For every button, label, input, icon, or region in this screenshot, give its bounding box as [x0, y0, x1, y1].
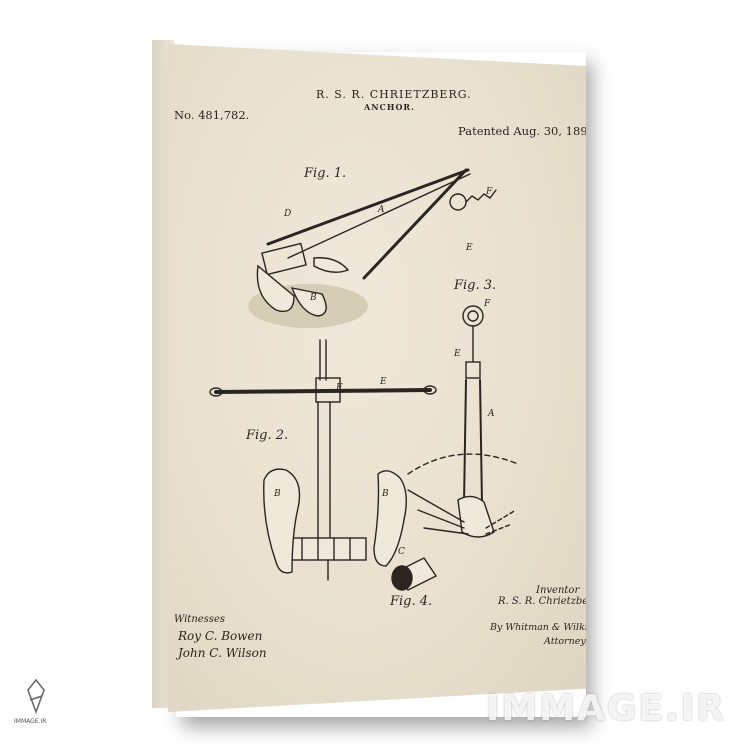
svg-text:C: C: [398, 547, 405, 557]
svg-text:E: E: [379, 377, 387, 387]
svg-text:A: A: [487, 409, 495, 419]
witness-signature-2: John C. Wilson: [178, 646, 267, 660]
inventor-signature: R. S. R. Chrietzberg: [498, 596, 600, 607]
attorneys-label: Attorneys: [544, 636, 591, 647]
svg-text:F: F: [485, 187, 493, 197]
svg-text:B: B: [273, 489, 281, 499]
patent-drawing: A E F D B F E B B F A E C: [209, 168, 519, 591]
figure-2-drawing: [209, 339, 437, 581]
figure-3-drawing: [407, 305, 519, 538]
patent-date: Patented Aug. 30, 1892.: [458, 124, 599, 138]
svg-text:E: E: [453, 349, 461, 359]
patentee-name: R. S. R. CHRIETZBERG.: [316, 88, 472, 101]
figure-4-label: Fig. 4.: [390, 594, 433, 609]
patent-number: No. 481,782.: [174, 108, 250, 122]
svg-text:F: F: [483, 299, 491, 309]
figure-1-drawing: [248, 168, 497, 328]
svg-text:B: B: [381, 489, 389, 499]
witness-signature-1: Roy C. Bowen: [178, 629, 263, 643]
watermark-logo-icon: [27, 678, 45, 715]
figure-4-drawing: [391, 557, 438, 591]
attorneys-signature: By Whitman & Wilkinson: [490, 622, 611, 633]
svg-text:B: B: [309, 293, 317, 303]
svg-text:D: D: [283, 209, 291, 219]
figure-1-label: Fig. 1.: [304, 166, 347, 181]
figure-2-label: Fig. 2.: [246, 428, 289, 443]
figure-3-label: Fig. 3.: [454, 278, 497, 293]
svg-text:A: A: [377, 205, 385, 215]
inventor-label: Inventor: [536, 585, 580, 596]
watermark-logo-caption: IMMAGE.IR: [14, 718, 47, 725]
watermark-brand: IMMAGE.IR: [486, 688, 726, 729]
patent-title: ANCHOR.: [364, 102, 415, 112]
svg-text:E: E: [465, 243, 473, 253]
patent-canvas-print: R. S. R. CHRIETZBERG. ANCHOR. No. 481,78…: [168, 44, 586, 712]
svg-text:F: F: [335, 383, 343, 393]
witnesses-label: Witnesses: [174, 614, 225, 625]
